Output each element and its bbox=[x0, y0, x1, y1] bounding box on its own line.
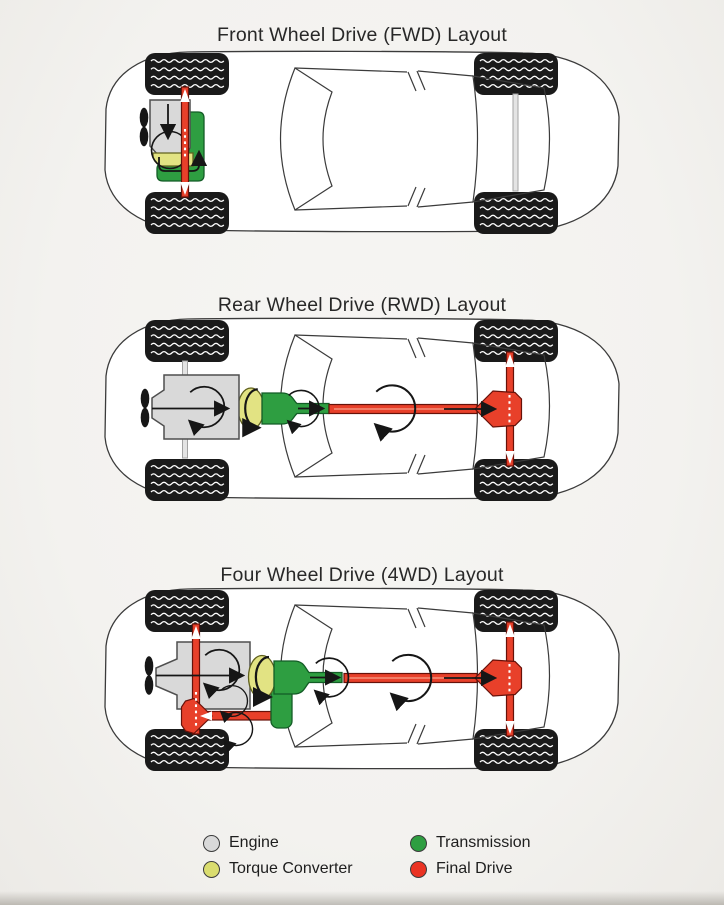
axle-arrow-up bbox=[505, 624, 515, 637]
axle-arrow-up bbox=[191, 626, 201, 639]
legend-label-engine: Engine bbox=[229, 834, 279, 851]
legend-item-final-drive: Final Drive bbox=[410, 860, 512, 878]
engine-swatch bbox=[203, 834, 220, 852]
torque-converter-swatch bbox=[203, 860, 220, 878]
tire-front-top bbox=[145, 590, 229, 632]
diagram-title-rwd: Rear Wheel Drive (RWD) Layout bbox=[217, 294, 507, 316]
tire-rear-bottom bbox=[474, 729, 558, 771]
tire-front-bottom bbox=[145, 729, 229, 771]
front-drive-axle bbox=[180, 86, 190, 198]
final-drive-swatch bbox=[410, 860, 427, 878]
power-flow-u-arrow bbox=[158, 149, 208, 172]
rear-final-drive bbox=[474, 659, 523, 697]
tire-rear-top bbox=[474, 53, 558, 95]
legend-item-torque-converter: Torque Converter bbox=[203, 860, 353, 878]
legend-label-final-drive: Final Drive bbox=[436, 860, 513, 877]
torque-converter bbox=[247, 654, 277, 700]
legend-label-transmission: Transmission bbox=[436, 834, 531, 851]
fwd-diagram bbox=[104, 50, 620, 237]
axle-arrow-down bbox=[505, 451, 515, 464]
rear-idle-axle bbox=[512, 93, 519, 192]
legend-item-engine: Engine bbox=[203, 834, 279, 852]
tire-front-bottom bbox=[145, 192, 229, 234]
transmission bbox=[273, 660, 343, 695]
axle-arrow-up bbox=[180, 89, 190, 102]
diagram-title-4wd: Four Wheel Drive (4WD) Layout bbox=[220, 564, 504, 586]
tire-rear-top bbox=[474, 320, 558, 362]
legend-item-transmission: Transmission bbox=[410, 834, 531, 852]
torque-converter bbox=[237, 387, 265, 430]
front-shaft-arrow bbox=[200, 711, 212, 721]
axle-arrow-down bbox=[505, 721, 515, 734]
tire-rear-bottom bbox=[474, 459, 558, 501]
diagram-title-fwd: Front Wheel Drive (FWD) Layout bbox=[217, 24, 507, 46]
axle-arrow-down bbox=[180, 182, 190, 195]
rwd-diagram bbox=[104, 317, 620, 504]
tire-front-bottom bbox=[145, 459, 229, 501]
tire-rear-bottom bbox=[474, 192, 558, 234]
axle-arrow-up bbox=[505, 354, 515, 367]
transmission-swatch bbox=[410, 834, 427, 852]
rear-final-drive bbox=[474, 390, 523, 428]
legend-label-torque-converter: Torque Converter bbox=[229, 860, 353, 877]
4wd-diagram bbox=[104, 587, 620, 774]
engine-block bbox=[151, 374, 240, 440]
tire-rear-top bbox=[474, 590, 558, 632]
front-final-drive bbox=[180, 697, 213, 735]
tire-front-top bbox=[145, 320, 229, 362]
